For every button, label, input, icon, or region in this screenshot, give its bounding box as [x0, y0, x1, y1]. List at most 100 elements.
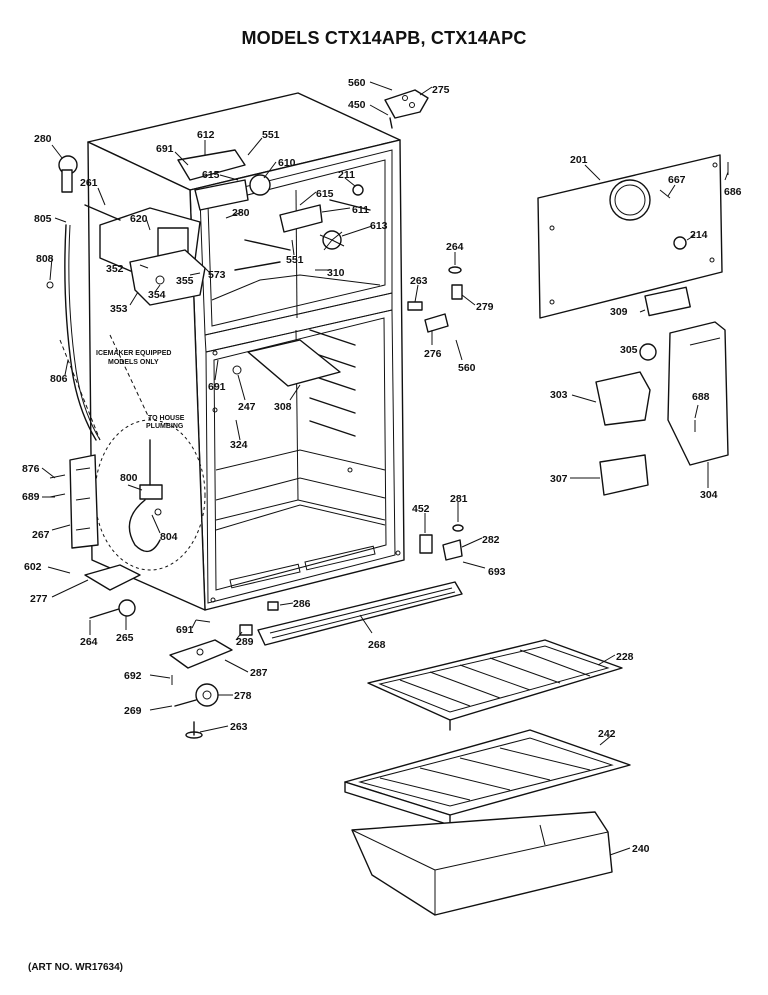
part-label: 304: [700, 489, 718, 501]
part-label: 264: [80, 636, 98, 648]
part-label: 242: [598, 728, 616, 740]
fresh-food-shelf-bracket: [247, 339, 341, 387]
part-label: 309: [610, 306, 628, 318]
part-label: 800: [120, 472, 138, 484]
part-label: 277: [30, 593, 48, 605]
part-label: 611: [352, 204, 369, 216]
part-label: 247: [238, 401, 256, 413]
part-label: 686: [724, 186, 742, 198]
icemaker-note-line1: ICEMAKER EQUIPPED: [96, 350, 171, 357]
part-label: 691: [176, 624, 194, 636]
part-label: 355: [176, 275, 194, 287]
part-label: 551: [286, 254, 304, 266]
part-label: 452: [412, 503, 430, 515]
plumbing-note-line1: TO HOUSE: [148, 415, 185, 422]
hardware-bits: [47, 162, 729, 685]
part-label: 689: [22, 491, 40, 503]
part-label: 280: [34, 133, 52, 145]
part-label: 352: [106, 263, 124, 275]
part-label: 693: [488, 566, 506, 578]
part-label: 265: [116, 632, 134, 644]
part-label: 353: [110, 303, 128, 315]
evaporator-cover-panel: [537, 154, 723, 319]
part-label: 282: [482, 534, 500, 546]
part-label: 261: [80, 177, 98, 189]
part-label: 240: [632, 843, 650, 855]
part-label: 612: [197, 129, 215, 141]
part-label: 602: [24, 561, 42, 573]
part-label: 280: [232, 207, 250, 219]
part-label: 211: [338, 169, 355, 181]
part-label: 263: [230, 721, 248, 733]
control-housing: [667, 321, 729, 466]
part-label: 354: [148, 289, 166, 301]
part-label: 620: [130, 213, 148, 225]
toe-grille: [257, 581, 463, 646]
part-label: 278: [234, 690, 252, 702]
bottom-hinge: [84, 564, 141, 591]
part-label: 876: [22, 463, 40, 475]
part-label: 201: [570, 154, 588, 166]
part-label: 560: [458, 362, 476, 374]
top-hinge: [384, 89, 429, 129]
part-label: 263: [410, 275, 428, 287]
part-label: 307: [550, 473, 568, 485]
evaporator-fan-assembly: [177, 149, 364, 251]
hinge-bracket: [169, 639, 233, 669]
part-label: 287: [250, 667, 268, 679]
damper-control: [595, 343, 657, 426]
part-label: 281: [450, 493, 468, 505]
leveling-leg: [89, 599, 136, 619]
roller: [174, 683, 219, 739]
part-label: 691: [208, 381, 226, 393]
art-number: (ART NO. WR17634): [28, 962, 124, 973]
leader-lines: [41, 81, 729, 856]
part-label: 573: [208, 269, 226, 281]
part-label: 305: [620, 344, 638, 356]
part-label: 615: [202, 169, 220, 181]
crisper-cover-shelf: [344, 729, 631, 826]
freezer-wire-shelf: [367, 639, 623, 731]
part-label: 551: [262, 129, 280, 141]
part-label: 310: [327, 267, 345, 279]
part-label: 267: [32, 529, 50, 541]
part-label: 276: [424, 348, 442, 360]
part-label: 269: [124, 705, 142, 717]
part-label: 324: [230, 439, 248, 451]
part-label: 610: [278, 157, 296, 169]
part-label: 264: [446, 241, 464, 253]
label-plate: [644, 286, 691, 317]
part-labels: 560 275 450 280 612 551 691 610 615 261 …: [22, 77, 742, 855]
part-label: 667: [668, 174, 686, 186]
part-label: 560: [348, 77, 366, 89]
part-label: 303: [550, 389, 568, 401]
damper-housing: [599, 454, 649, 496]
plumbing-note-line2: PLUMBING: [146, 423, 184, 430]
part-label: 688: [692, 391, 710, 403]
part-label: 286: [293, 598, 311, 610]
part-label: 691: [156, 143, 174, 155]
part-label: 613: [370, 220, 388, 232]
part-label: 615: [316, 188, 334, 200]
part-label: 308: [274, 401, 292, 413]
part-label: 450: [348, 99, 366, 111]
icemaker-assembly: [84, 204, 206, 306]
icemaker-note-line2: MODELS ONLY: [108, 359, 159, 366]
part-label: 806: [50, 373, 68, 385]
crisper-drawer: [351, 811, 613, 916]
left-bracket: [69, 454, 99, 549]
part-label: 808: [36, 253, 54, 265]
page-title: MODELS CTX14APB, CTX14APC: [241, 28, 527, 48]
part-label: 289: [236, 636, 254, 648]
water-line: [46, 224, 101, 441]
part-label: 805: [34, 213, 52, 225]
part-label: 268: [368, 639, 386, 651]
part-label: 275: [432, 84, 450, 96]
part-label: 804: [160, 531, 178, 543]
water-valve: [58, 155, 78, 193]
part-label: 279: [476, 301, 494, 313]
part-label: 692: [124, 670, 142, 682]
part-label: 228: [616, 651, 634, 663]
part-label: 214: [690, 229, 708, 241]
